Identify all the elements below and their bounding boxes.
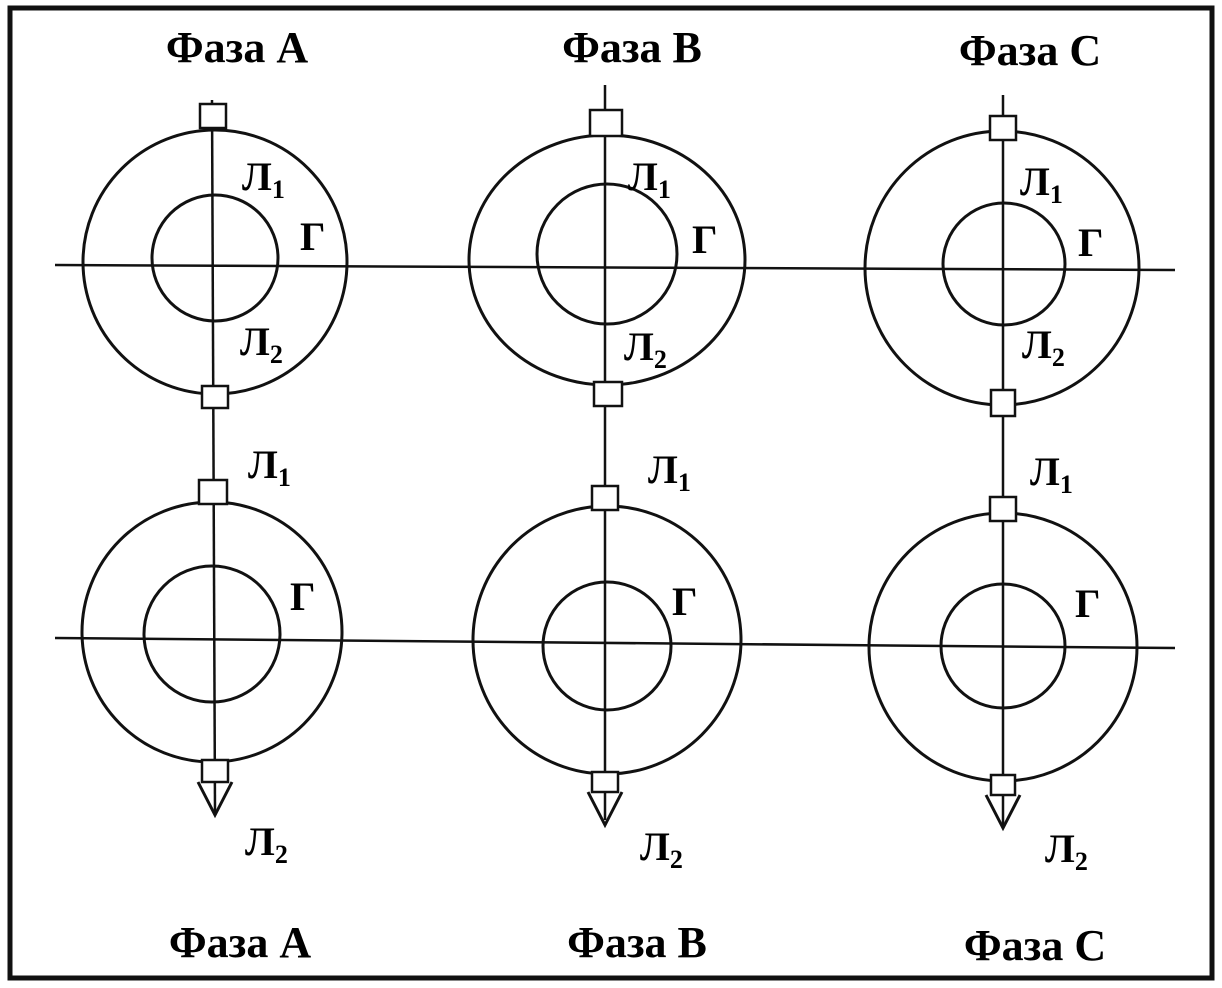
phase-title-bottom-a: Фаза A	[169, 918, 311, 967]
phase-a-upper-outer-coil	[81, 128, 349, 396]
phase-b-arrowhead	[586, 791, 624, 829]
phase-c-lower-l2-label: Л2	[1045, 826, 1088, 876]
phase-b-upper-g-label: Г	[692, 217, 717, 262]
phase-b-upper-terminal-top	[588, 108, 624, 138]
phase-b-lower-l1-label: Л1	[648, 447, 691, 497]
phase-c-lower-g-label: Г	[1075, 581, 1100, 626]
phase-b-lower-outer-coil	[471, 504, 743, 776]
phase-a-upper-l2-label: Л2	[240, 319, 283, 369]
phase-title-top-a: Фаза A	[166, 23, 308, 72]
phase-a-column: Л1 Г Л2 Л1 Г Л2	[80, 99, 349, 869]
phase-b-lower-inner-core	[541, 580, 673, 712]
phase-a-upper-l1-label: Л1	[242, 154, 285, 204]
phase-a-lower-inner-core	[142, 564, 282, 704]
phase-a-lower-g-label: Г	[290, 574, 315, 619]
phase-c-lower-l1-label: Л1	[1030, 449, 1073, 499]
phase-title-top-c: Фаза C	[959, 26, 1101, 75]
phase-title-bottom-c: Фаза C	[964, 921, 1106, 970]
phase-c-upper-inner-core	[941, 201, 1067, 327]
phase-c-upper-g-label: Г	[1078, 220, 1103, 265]
phase-c-lower-terminal-bottom	[989, 773, 1017, 797]
phase-c-upper-terminal-top	[988, 114, 1018, 142]
phase-a-upper-terminal-bottom	[200, 384, 230, 410]
phase-c-upper-l2-label: Л2	[1022, 322, 1065, 372]
phase-a-conductor	[210, 99, 217, 813]
phase-title-top-b: Фаза B	[562, 23, 702, 72]
phase-b-lower-g-label: Г	[672, 579, 697, 624]
phase-title-bottom-b: Фаза B	[567, 918, 707, 967]
phase-a-lower-terminal-bottom	[200, 758, 230, 784]
horizontal-axis-lower	[54, 636, 1176, 650]
diagram-frame	[7, 5, 1215, 981]
phase-a-upper-g-label: Г	[300, 214, 325, 259]
phase-b-lower-terminal-bottom	[590, 770, 620, 794]
phase-c-lower-terminal-top	[988, 495, 1018, 523]
phase-b-column: Л1 Г Л2 Л1 Г Л2	[467, 85, 747, 874]
phase-b-upper-inner-core	[535, 182, 679, 326]
phase-c-upper-terminal-bottom	[989, 388, 1017, 418]
phase-c-upper-l1-label: Л1	[1020, 159, 1063, 209]
phase-a-upper-inner-core	[150, 193, 280, 323]
phase-c-lower-inner-core	[939, 582, 1067, 710]
phase-b-lower-l2-label: Л2	[640, 824, 683, 874]
phase-a-lower-l2-label: Л2	[245, 819, 288, 869]
phase-b-upper-terminal-bottom	[592, 380, 624, 408]
phase-a-lower-terminal-top	[197, 478, 229, 506]
phase-a-lower-l1-label: Л1	[248, 442, 291, 492]
phase-a-arrowhead	[196, 781, 234, 819]
phase-c-arrowhead	[984, 794, 1022, 832]
phase-c-column: Л1 Г Л2 Л1 Г Л2	[863, 95, 1141, 876]
phase-a-upper-terminal-top	[198, 102, 228, 130]
horizontal-axis-upper	[54, 263, 1176, 272]
phase-b-lower-terminal-top	[590, 484, 620, 512]
phase-b-upper-l2-label: Л2	[624, 324, 667, 374]
phase-b-upper-l1-label: Л1	[628, 154, 671, 204]
phase-a-lower-outer-coil	[80, 500, 344, 764]
